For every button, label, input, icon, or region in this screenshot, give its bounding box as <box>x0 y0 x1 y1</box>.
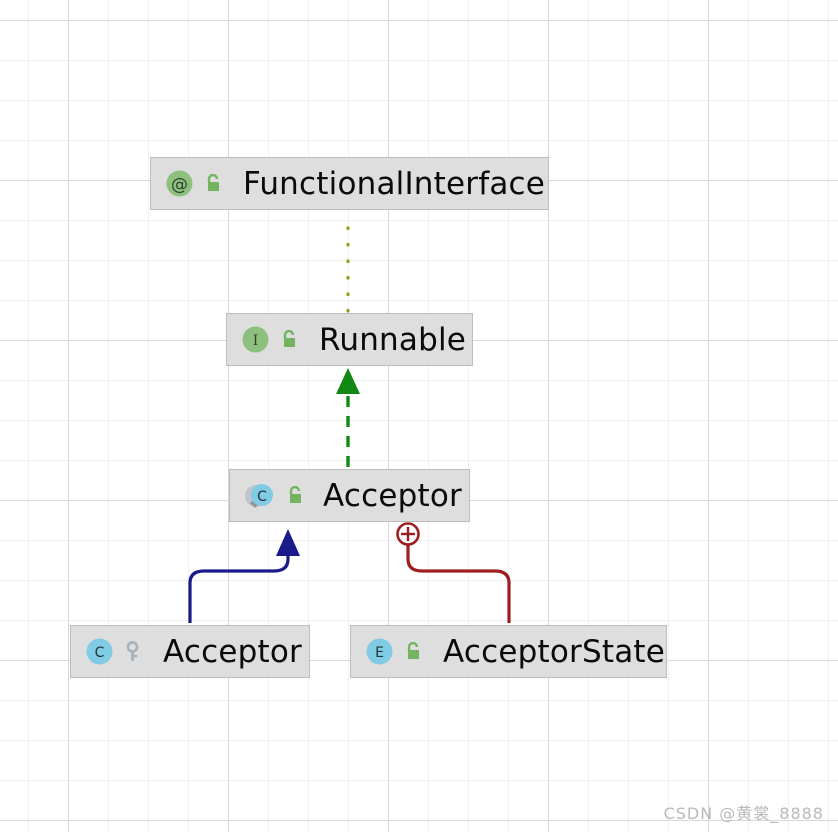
node-acceptor-abstract[interactable]: C Acceptor <box>229 469 470 522</box>
edge-inner-class <box>396 522 511 623</box>
unlock-public-icon <box>204 173 223 194</box>
node-icons: C <box>85 637 141 666</box>
node-functionalinterface[interactable]: @ FunctionalInterface <box>150 157 549 210</box>
unlock-public-icon <box>286 485 305 506</box>
node-icons: I <box>241 325 299 354</box>
watermark: CSDN @黄裳_8888 <box>663 804 824 823</box>
node-label: Runnable <box>319 321 467 358</box>
node-runnable[interactable]: I Runnable <box>226 313 473 366</box>
svg-text:@: @ <box>171 175 188 195</box>
svg-text:I: I <box>253 333 259 349</box>
node-icons: @ <box>165 169 223 198</box>
enum-icon: E <box>365 637 394 666</box>
edge-implements <box>336 368 360 467</box>
svg-text:E: E <box>375 645 384 661</box>
node-icons: E <box>365 637 423 666</box>
interface-icon: I <box>241 325 270 354</box>
key-private-icon <box>124 640 141 663</box>
class-icon: C <box>85 637 114 666</box>
node-icons: C <box>244 481 305 511</box>
node-label: Acceptor <box>163 633 302 670</box>
node-label: FunctionalInterface <box>243 165 546 202</box>
unlock-public-icon <box>280 329 299 350</box>
node-label: Acceptor <box>323 477 462 514</box>
unlock-public-icon <box>404 641 423 662</box>
node-acceptor-class[interactable]: C Acceptor <box>70 625 310 678</box>
node-label: AcceptorState <box>443 633 666 670</box>
edge-extends <box>188 529 300 623</box>
annotation-icon: @ <box>165 169 194 198</box>
node-acceptorstate[interactable]: E AcceptorState <box>350 625 667 678</box>
svg-text:C: C <box>257 489 267 505</box>
svg-text:C: C <box>95 645 105 661</box>
abstract-class-icon: C <box>244 481 276 511</box>
